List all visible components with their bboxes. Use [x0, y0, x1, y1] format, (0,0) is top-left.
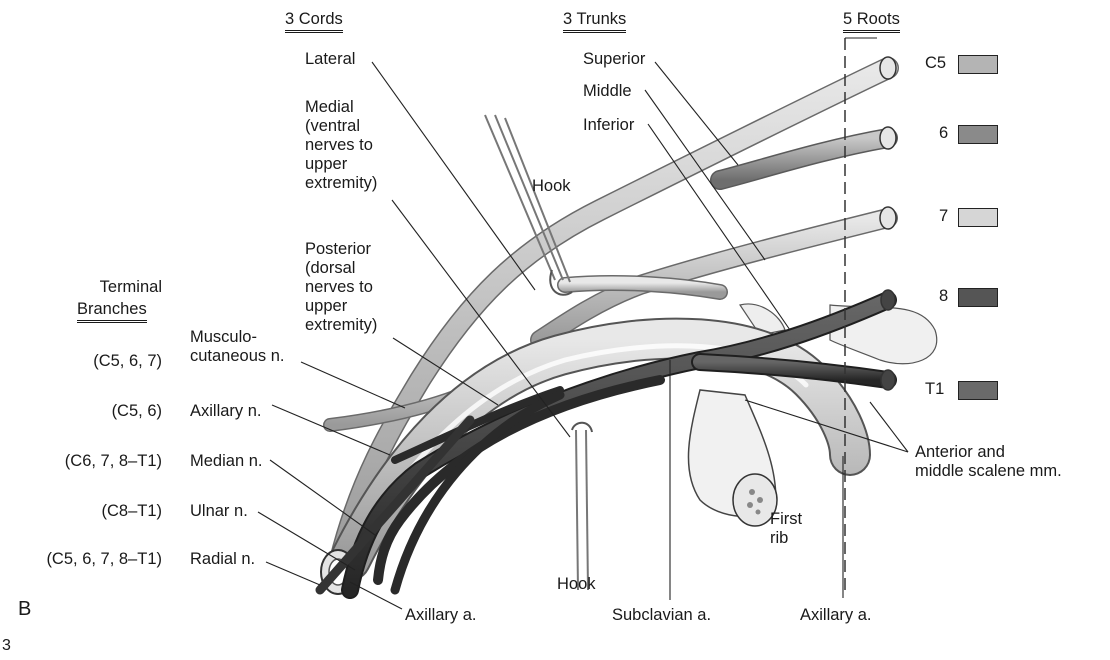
superior-trunk-label: Superior	[583, 50, 645, 69]
axillary-artery-right-label: Axillary a.	[800, 606, 872, 625]
terminal-header-line2: Branches	[77, 300, 147, 323]
medial-cord-label: Medial (ventral nerves to upper extremit…	[305, 98, 377, 193]
root-c6-label: 6	[939, 124, 948, 143]
axillary-nerve-label: Axillary n.	[190, 402, 262, 421]
root-c8-swatch	[958, 288, 998, 307]
first-rib	[688, 390, 777, 526]
musculocutaneous-roots: (C5, 6, 7)	[10, 352, 162, 371]
first-rib-label: First rib	[770, 510, 802, 548]
musculocutaneous-nerve-label: Musculo- cutaneous n.	[190, 328, 285, 366]
root-c5-label: C5	[925, 54, 946, 73]
root-t1-swatch	[958, 381, 998, 400]
root-c5-swatch	[958, 55, 998, 74]
axillary-artery-bottom-label: Axillary a.	[405, 606, 477, 625]
axillary-roots: (C5, 6)	[10, 402, 162, 421]
hook-top-label: Hook	[532, 177, 571, 196]
root-t1-label: T1	[925, 380, 944, 399]
median-roots: (C6, 7, 8–T1)	[10, 452, 162, 471]
page-mark: 3	[2, 636, 11, 655]
terminal-header-line1: Terminal	[80, 278, 162, 297]
root-c8-label: 8	[939, 287, 948, 306]
median-nerve-label: Median n.	[190, 452, 262, 471]
radial-roots: (C5, 6, 7, 8–T1)	[10, 550, 162, 569]
ulnar-roots: (C8–T1)	[10, 502, 162, 521]
root-c7-label: 7	[939, 207, 948, 226]
lateral-cord-label: Lateral	[305, 50, 355, 69]
root-c7-swatch	[958, 208, 998, 227]
scalene-muscles-label: Anterior and middle scalene mm.	[915, 443, 1062, 481]
panel-letter: B	[18, 598, 31, 620]
ulnar-nerve-label: Ulnar n.	[190, 502, 248, 521]
hook-bottom-label: Hook	[557, 575, 596, 594]
inferior-trunk-label: Inferior	[583, 116, 634, 135]
cords-header: 3 Cords	[285, 10, 343, 33]
trunks-header: 3 Trunks	[563, 10, 626, 33]
root-c6-swatch	[958, 125, 998, 144]
posterior-cord-label: Posterior (dorsal nerves to upper extrem…	[305, 240, 377, 335]
radial-nerve-label: Radial n.	[190, 550, 255, 569]
middle-trunk-label: Middle	[583, 82, 632, 101]
roots-header: 5 Roots	[843, 10, 900, 33]
subclavian-artery-label: Subclavian a.	[612, 606, 711, 625]
